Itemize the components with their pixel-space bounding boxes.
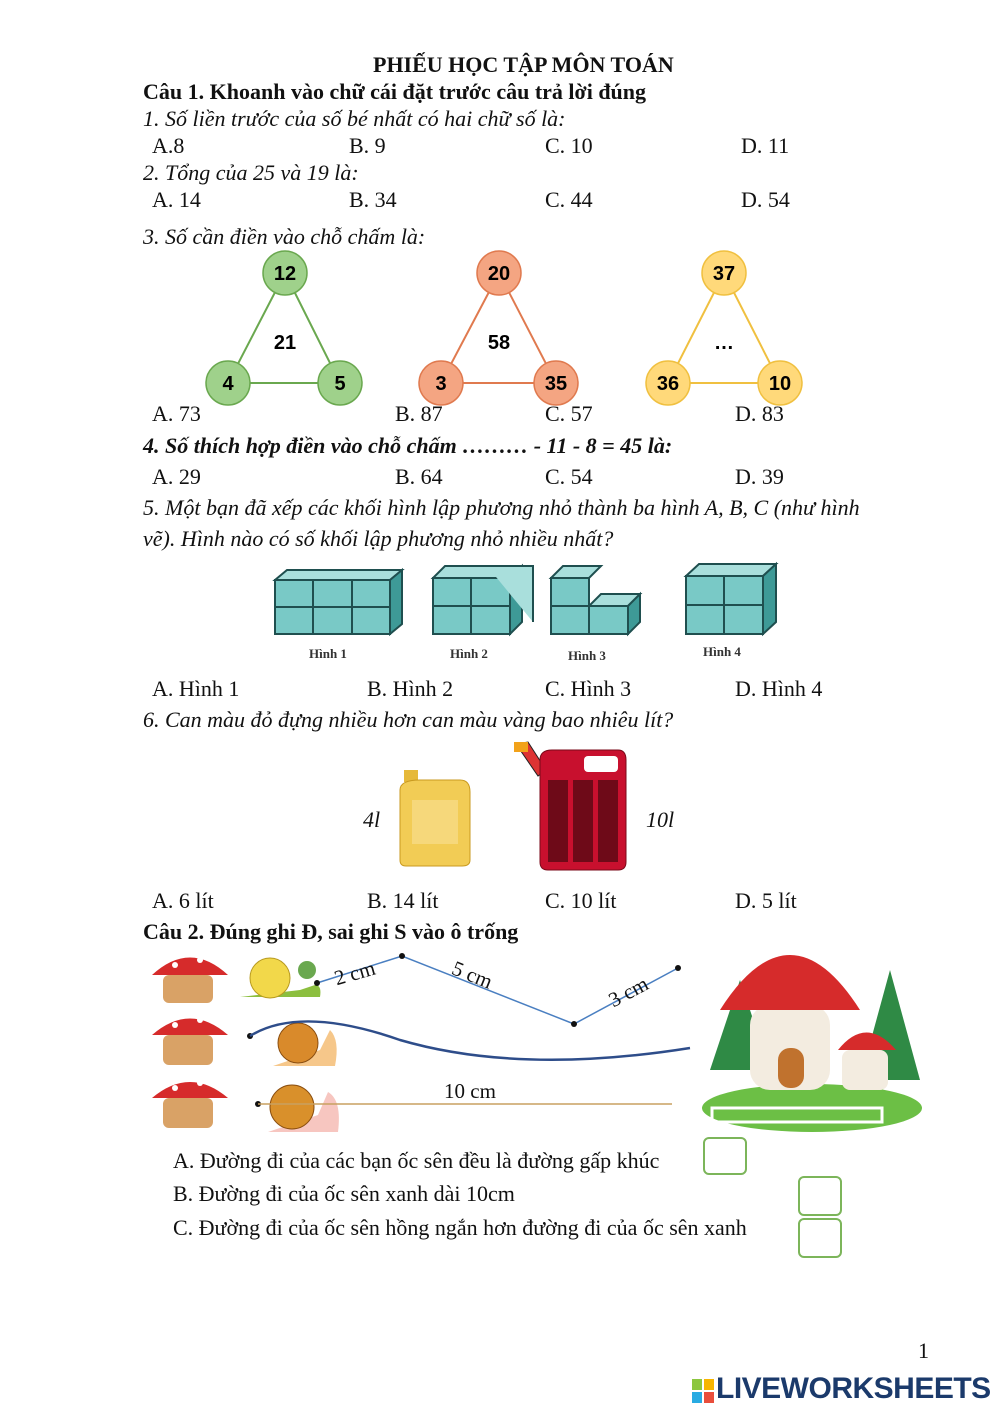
triangle-center-number: 21 <box>274 332 296 354</box>
mushroom-house-scene-icon <box>702 955 922 1132</box>
triangle-node-right <box>757 360 803 406</box>
question-3: 3. Số cần điền vào chỗ chấm là: <box>143 224 426 249</box>
triangle-center-number: … <box>714 332 734 354</box>
triangle-node-right <box>317 360 363 406</box>
q3-option-b[interactable]: B. 87 <box>395 401 443 426</box>
triangle-center-number: 58 <box>488 332 510 354</box>
triangle-node-left <box>645 360 691 406</box>
triangle-number-left: 3 <box>435 373 446 395</box>
straight-path-label: 10 cm <box>444 1079 496 1103</box>
q4-option-c[interactable]: C. 54 <box>545 464 593 489</box>
jugs-illustration <box>399 741 627 871</box>
answer-box-b[interactable] <box>798 1176 842 1216</box>
answer-box-a[interactable] <box>703 1137 747 1175</box>
page-number: 1 <box>918 1338 929 1363</box>
question-6: 6. Can màu đỏ đựng nhiều hơn can màu vàn… <box>143 707 674 732</box>
statement-c: C. Đường đi của ốc sên hồng ngắn hơn đườ… <box>173 1215 747 1240</box>
q4-option-b[interactable]: B. 64 <box>395 464 443 489</box>
liveworksheets-brand: LIVEWORKSHEETS <box>716 1372 991 1405</box>
green-snail-icon <box>240 957 321 999</box>
triangle-number-left: 4 <box>222 373 234 395</box>
q6-option-c[interactable]: C. 10 lít <box>545 888 617 913</box>
question-1: 1. Số liền trước của số bé nhất có hai c… <box>143 106 566 131</box>
q6-option-a[interactable]: A. 6 lít <box>152 888 214 913</box>
red-jug-icon <box>514 741 627 871</box>
figure-2-label: Hình 2 <box>450 646 488 661</box>
figure-4-label: Hình 4 <box>703 644 741 659</box>
q5-option-c[interactable]: C. Hình 3 <box>545 676 632 701</box>
number-triangles: 12 4 5 21 20 3 35 58 37 36 10 … <box>205 250 803 406</box>
triangle-number-right: 10 <box>769 373 791 395</box>
triangle-node-left <box>418 360 464 406</box>
triangle-number-top: 20 <box>488 263 510 285</box>
orange-snail-icon <box>273 1022 337 1066</box>
cube-figures <box>272 561 779 637</box>
q1-option-a[interactable]: A.8 <box>152 133 185 158</box>
yellow-jug-label: 4l <box>363 807 381 832</box>
triangle-number-left: 36 <box>657 373 679 395</box>
question-2: 2. Tổng của 25 và 19 là: <box>143 160 359 185</box>
section2-heading: Câu 2. Đúng ghi Đ, sai ghi S vào ô trống <box>143 919 519 944</box>
red-jug-label: 10l <box>646 807 675 832</box>
q3-option-a[interactable]: A. 73 <box>152 401 201 426</box>
figure-1-label: Hình 1 <box>309 646 347 661</box>
page-title: PHIẾU HỌC TẬP MÔN TOÁN <box>373 52 674 77</box>
q4-option-d[interactable]: D. 39 <box>735 464 784 489</box>
yellow-jug-icon <box>399 770 471 867</box>
pink-snail-icon <box>268 1084 339 1132</box>
q1-option-d[interactable]: D. 11 <box>741 133 790 158</box>
snail-paths-illustration <box>152 953 922 1132</box>
triangle-number-top: 37 <box>713 263 735 285</box>
answer-box-c[interactable] <box>798 1218 842 1258</box>
q2-option-b[interactable]: B. 34 <box>349 187 397 212</box>
q2-option-d[interactable]: D. 54 <box>741 187 790 212</box>
q2-option-a[interactable]: A. 14 <box>152 187 201 212</box>
q6-option-b[interactable]: B. 14 lít <box>367 888 439 913</box>
q3-option-d[interactable]: D. 83 <box>735 401 784 426</box>
q1-option-b[interactable]: B. 9 <box>349 133 386 158</box>
section1-heading: Câu 1. Khoanh vào chữ cái đặt trước câu … <box>143 79 647 104</box>
triangle-edges <box>439 270 558 384</box>
triangle-node-top <box>262 250 308 296</box>
statement-b: B. Đường đi của ốc sên xanh dài 10cm <box>173 1181 515 1206</box>
question-4: 4. Số thích hợp điền vào chỗ chấm ……… - … <box>143 433 673 458</box>
triangle-node-left <box>205 360 251 406</box>
q5-option-d[interactable]: D. Hình 4 <box>735 676 823 701</box>
mushroom-house-icon <box>152 957 228 1128</box>
q1-option-c[interactable]: C. 10 <box>545 133 593 158</box>
q3-option-c[interactable]: C. 57 <box>545 401 593 426</box>
question-5: 5. Một bạn đã xếp các khối hình lập phươ… <box>143 495 860 520</box>
liveworksheets-logo-icon <box>692 1379 714 1403</box>
q4-option-a[interactable]: A. 29 <box>152 464 201 489</box>
q5-option-b[interactable]: B. Hình 2 <box>367 676 454 701</box>
triangle-node-right <box>533 360 579 406</box>
q6-option-d[interactable]: D. 5 lít <box>735 888 797 913</box>
triangle-number-top: 12 <box>274 263 296 285</box>
triangle-edges <box>666 270 782 384</box>
triangle-node-top <box>701 250 747 296</box>
question-5-cont: vẽ). Hình nào có số khối lập phương nhỏ … <box>143 526 614 551</box>
triangle-node-top <box>476 250 522 296</box>
triangle-number-right: 5 <box>334 373 345 395</box>
triangle-edges <box>226 270 342 384</box>
q5-option-a[interactable]: A. Hình 1 <box>152 676 240 701</box>
triangle-number-right: 35 <box>545 373 567 395</box>
q2-option-c[interactable]: C. 44 <box>545 187 593 212</box>
figure-3-label: Hình 3 <box>568 648 606 663</box>
statement-a: A. Đường đi của các bạn ốc sên đều là đư… <box>173 1148 660 1173</box>
